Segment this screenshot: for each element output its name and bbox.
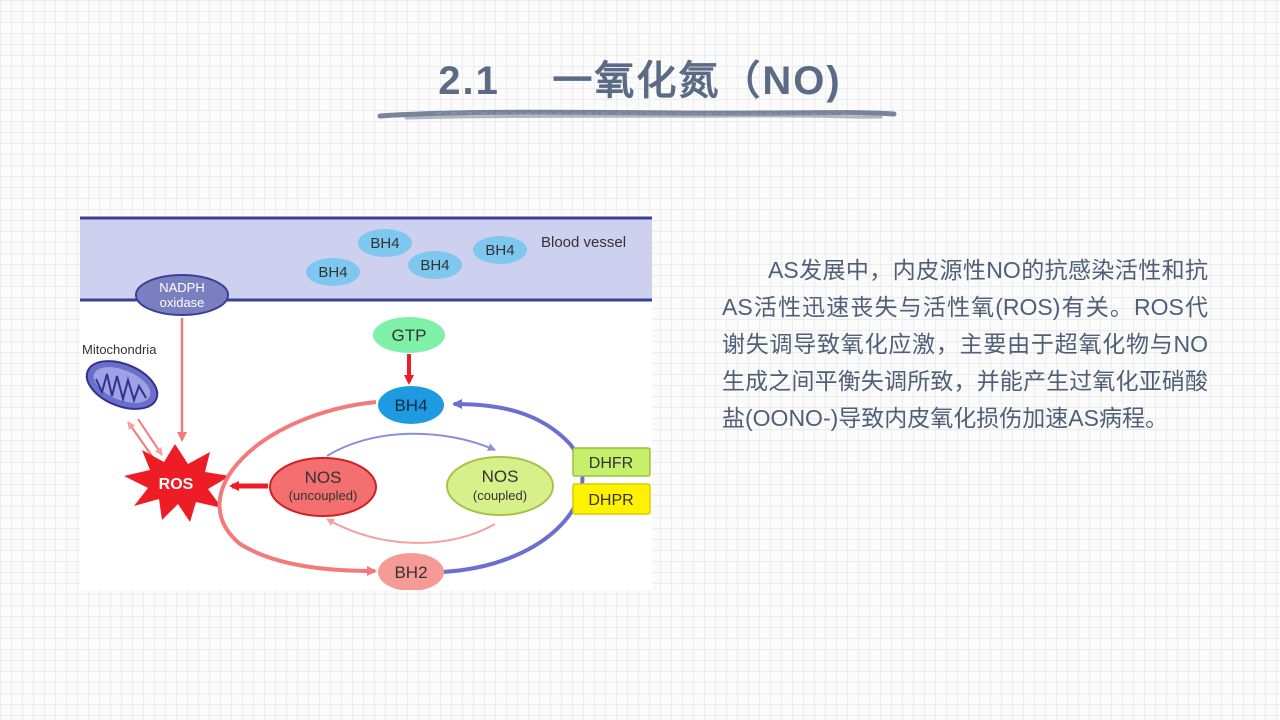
svg-text:NOS: NOS [482, 467, 519, 486]
svg-text:BH4: BH4 [485, 242, 514, 259]
blood-vessel-label: Blood vessel [541, 234, 626, 251]
nos-coupled-node: NOS (coupled) [446, 456, 554, 516]
svg-text:(uncoupled): (uncoupled) [289, 488, 358, 503]
ros-to-mito-arrow [127, 421, 153, 457]
no-pathway-diagram: Blood vessel BH4 BH4 BH4 BH4 NADPH oxida… [80, 214, 652, 590]
svg-text:(coupled): (coupled) [473, 488, 527, 503]
svg-text:BH4: BH4 [318, 264, 347, 281]
nos-uncoupled-node: NOS (uncoupled) [269, 457, 377, 517]
svg-text:GTP: GTP [392, 326, 427, 345]
gtp-node: GTP [373, 317, 445, 353]
ros-burst: ROS [124, 444, 230, 522]
bh2-node: BH2 [378, 553, 444, 590]
bh4-vessel-node: BH4 [473, 236, 527, 264]
nadph-oxidase-node: NADPH oxidase [135, 274, 229, 316]
svg-text:NADPH: NADPH [159, 280, 205, 295]
svg-text:BH4: BH4 [394, 396, 427, 415]
title-brush-underline [377, 109, 897, 120]
mitochondria-label: Mitochondria [82, 342, 157, 357]
svg-text:DHPR: DHPR [588, 492, 633, 509]
bh4-vessel-node: BH4 [408, 251, 462, 279]
svg-text:DHFR: DHFR [589, 455, 633, 472]
dhfr-box: DHFR [572, 447, 651, 477]
dhpr-box: DHPR [572, 483, 651, 515]
svg-text:BH2: BH2 [394, 563, 427, 582]
slide-title: 2.1 一氧化氮（NO) [438, 59, 842, 103]
svg-text:NOS: NOS [305, 468, 342, 487]
coupled-to-uncoupled-arrow [326, 518, 496, 544]
bh4-vessel-node: BH4 [358, 229, 412, 257]
svg-text:ROS: ROS [159, 476, 194, 493]
mito-to-ros-arrow [137, 418, 163, 456]
svg-text:BH4: BH4 [420, 257, 449, 274]
bh4-to-bh2-red-arc [217, 400, 377, 576]
svg-text:BH4: BH4 [370, 235, 399, 252]
mitochondria-icon [85, 360, 159, 410]
body-paragraph: AS发展中，内皮源性NO的抗感染活性和抗AS活性迅速丧失与活性氧(ROS)有关。… [722, 257, 1208, 431]
bh4-vessel-node: BH4 [306, 258, 360, 286]
uncoupled-to-coupled-arrow [326, 432, 496, 457]
bh4-node: BH4 [378, 386, 444, 424]
svg-text:oxidase: oxidase [160, 295, 205, 310]
